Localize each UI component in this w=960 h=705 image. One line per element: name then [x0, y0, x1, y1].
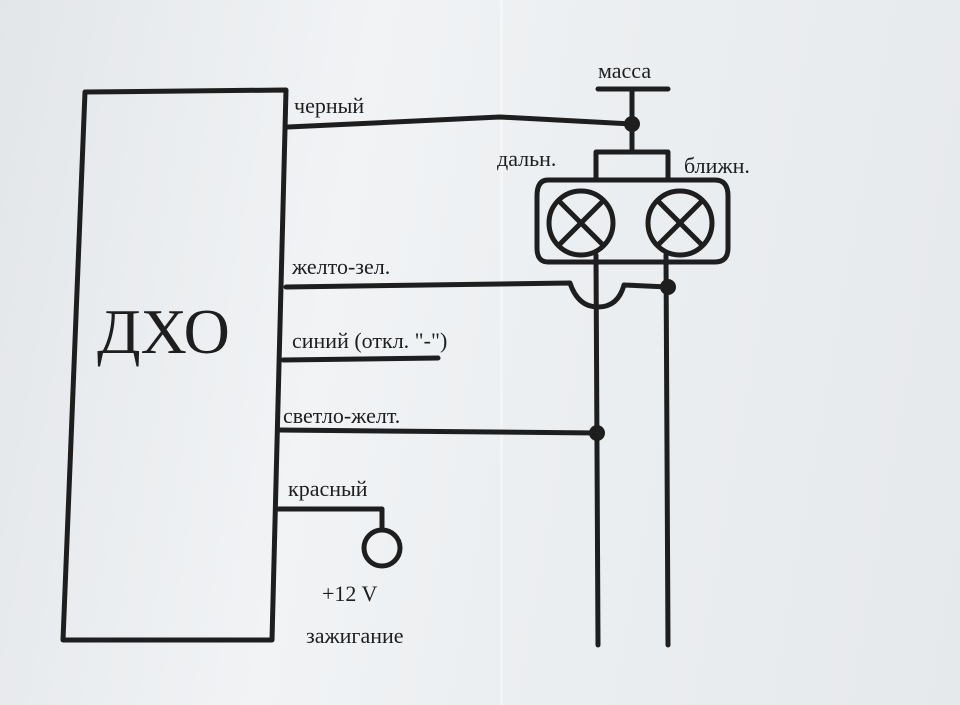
supply-terminal — [361, 527, 403, 569]
near-lamp-lead — [663, 252, 671, 648]
supply-voltage-label: +12 V — [322, 581, 378, 606]
far-lamp-symbol — [546, 188, 616, 258]
ground-label: масса — [598, 58, 652, 83]
blue-wire-stub — [280, 355, 441, 363]
supply-source-label: зажигание — [306, 623, 404, 648]
lamp-common-bracket — [593, 149, 671, 181]
light-yellow-wire — [276, 427, 600, 436]
yellow-green-wire — [283, 280, 671, 310]
junction-ground — [624, 116, 640, 132]
wire-label-red: красный — [288, 476, 368, 501]
lamp-near-label: ближн. — [684, 153, 750, 178]
red-wire — [273, 506, 385, 533]
far-lamp-lead — [593, 252, 601, 648]
wire-label-black: черный — [294, 93, 365, 118]
junction-far — [589, 425, 605, 441]
headlamp-housing — [534, 177, 731, 265]
junction-near — [660, 279, 676, 295]
drl-block — [60, 87, 289, 643]
wire-label-yellow-green: желто-зел. — [292, 254, 391, 279]
paper-fold-line — [500, 0, 503, 705]
wire-label-light-yellow: светло-желт. — [283, 403, 401, 428]
near-lamp-symbol — [645, 188, 715, 258]
wire-label-blue: синий (откл. "-") — [292, 328, 448, 353]
drl-block-label: ДХО — [97, 296, 230, 367]
lamp-far-label: дальн. — [497, 146, 557, 171]
black-wire — [285, 114, 635, 130]
